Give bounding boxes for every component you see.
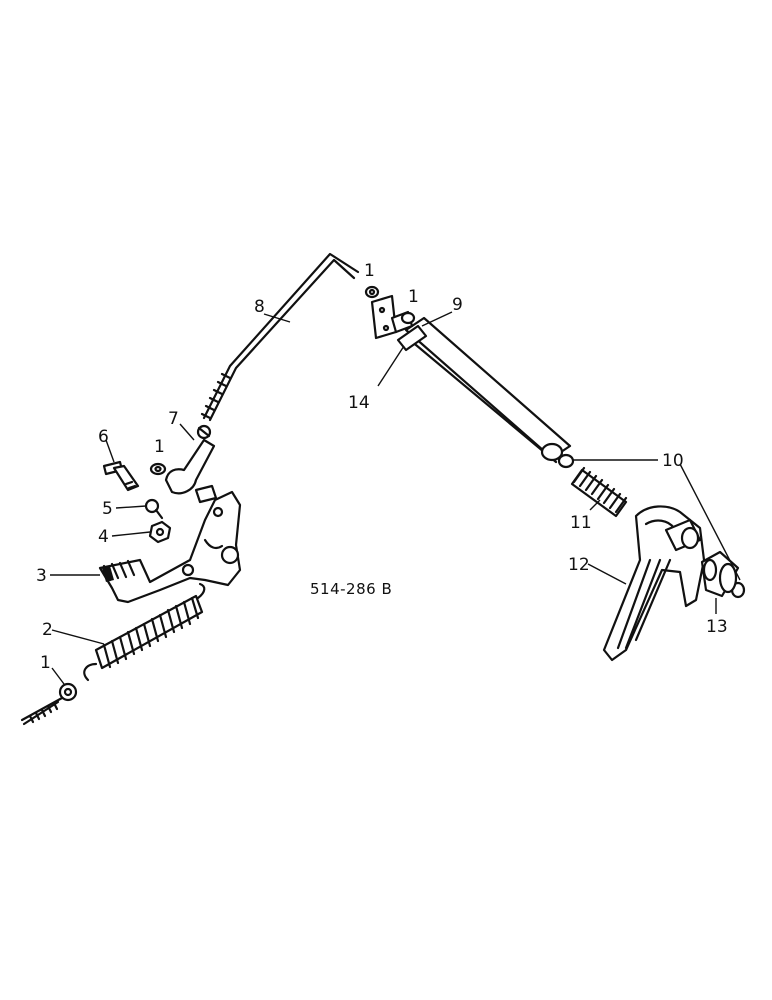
- callout-8: 8: [254, 297, 265, 317]
- sleeve-bushing: [700, 550, 740, 598]
- compression-spring: [570, 466, 628, 518]
- swivel-elbow: [164, 424, 216, 495]
- callout-4: 4: [98, 527, 109, 547]
- small-bolt: [144, 498, 164, 520]
- linkage-rod: [200, 252, 360, 422]
- pedal-lever-bracket: [98, 484, 242, 604]
- shift-shaft: [396, 316, 572, 464]
- nut: [148, 520, 172, 544]
- callout-1-washer-c: 1: [408, 287, 419, 307]
- leader-lines: [50, 311, 741, 685]
- callout-1-eye-bolt: 1: [40, 653, 51, 673]
- callout-11: 11: [570, 513, 592, 533]
- callout-6: 6: [98, 427, 109, 447]
- callout-2: 2: [42, 620, 53, 640]
- callout-3: 3: [36, 566, 47, 586]
- clevis-pin: [102, 460, 140, 492]
- o-ring-a: [557, 453, 575, 469]
- callout-14: 14: [348, 393, 370, 413]
- shift-fork: [602, 505, 706, 662]
- callout-13: 13: [706, 617, 728, 637]
- callout-7: 7: [168, 409, 179, 429]
- callout-12: 12: [568, 555, 590, 575]
- washer-a: [149, 462, 167, 476]
- callout-1-washer-a: 1: [154, 437, 165, 457]
- eye-bolt: [20, 682, 78, 726]
- diagram-reference-code: 514-286 B: [310, 580, 392, 598]
- washer-b: [364, 285, 380, 299]
- callout-10: 10: [662, 451, 684, 471]
- callout-1-washer-b: 1: [364, 261, 375, 281]
- callout-9: 9: [452, 295, 463, 315]
- end-plate: [370, 294, 416, 340]
- callout-5: 5: [102, 499, 113, 519]
- tension-spring: [83, 582, 206, 682]
